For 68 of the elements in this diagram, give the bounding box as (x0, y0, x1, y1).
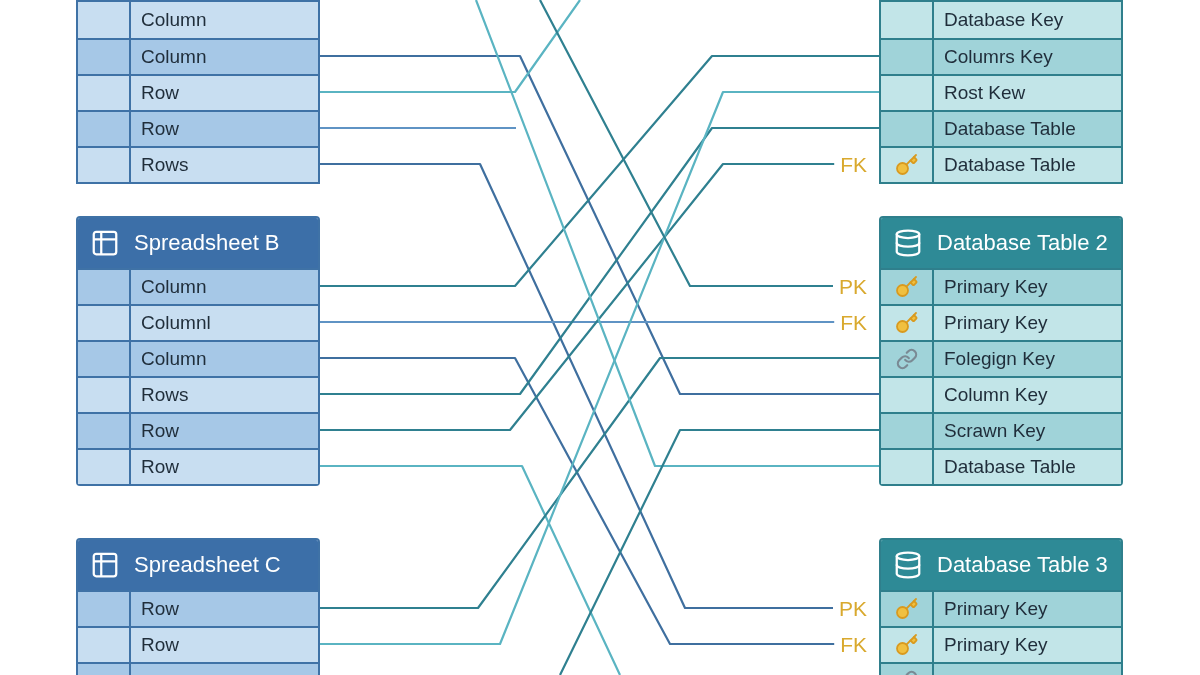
connector-line (318, 162, 835, 432)
row-label: Row (140, 634, 179, 656)
row-label: Primary Key (943, 312, 1048, 334)
row-label: Columrs Key (943, 46, 1053, 68)
table-title: Spreadsheet B (134, 230, 280, 256)
table-row (78, 340, 318, 376)
row-label: Primary Key (943, 598, 1048, 620)
row-label: Row (140, 118, 179, 140)
row-label: Primary Key (943, 276, 1048, 298)
connector-line (318, 356, 835, 646)
table-row (881, 74, 1121, 110)
connector-line (318, 126, 881, 396)
table-title: Spreadsheet C (134, 552, 281, 578)
row-label: Column Key (943, 384, 1048, 406)
table-row (78, 590, 318, 626)
row-label: Column (140, 348, 207, 370)
key-type-label: PK (839, 597, 867, 621)
connector-line (559, 428, 881, 675)
row-label: Rows (140, 154, 189, 176)
spreadsheet-table (76, 538, 320, 675)
key-type-label: FK (840, 153, 867, 177)
table-row (881, 376, 1121, 412)
table-row (78, 146, 318, 182)
table-row (78, 412, 318, 448)
row-label: Row (140, 456, 179, 478)
connector-line (318, 320, 835, 324)
table-row (78, 376, 318, 412)
table-row (78, 74, 318, 110)
key-type-label: FK (840, 311, 867, 335)
row-label: Database Table (943, 456, 1076, 478)
table-row (78, 268, 318, 304)
table-row (78, 110, 318, 146)
table-row (881, 448, 1121, 484)
table-row (881, 340, 1121, 376)
row-label: Folegign Key (943, 348, 1055, 370)
row-label: Rost Kew (943, 82, 1026, 104)
connector-line (539, 0, 833, 288)
spreadsheet-table (76, 216, 320, 486)
row-label: Column (140, 46, 207, 68)
row-label: Row (140, 82, 179, 104)
table-row (78, 448, 318, 484)
table-row (881, 412, 1121, 448)
row-label: Rows (140, 384, 189, 406)
key-type-label: PK (839, 275, 867, 299)
row-label: Row (140, 598, 179, 620)
table-row (881, 110, 1121, 146)
connector-line (318, 464, 621, 675)
connector-line (318, 54, 881, 288)
connector-line (318, 356, 881, 610)
key-type-label: FK (840, 633, 867, 657)
table-row (78, 304, 318, 340)
table-row (78, 38, 318, 74)
row-label: Column (140, 9, 207, 31)
connector-line (474, 0, 881, 468)
spreadsheet-table (76, 0, 320, 184)
row-label: Database Table (943, 118, 1076, 140)
table-row (881, 38, 1121, 74)
row-label: Column (140, 276, 207, 298)
row-label: Scrawn Key (943, 420, 1046, 442)
row-label: Primary Key (943, 634, 1048, 656)
row-label: Database Key (943, 9, 1064, 31)
row-label: Database Table (943, 154, 1076, 176)
table-title: Database Table 3 (937, 552, 1108, 578)
table-title: Database Table 2 (937, 230, 1108, 256)
row-label: Row (140, 420, 179, 442)
row-label: Columnl (140, 312, 211, 334)
connector-line (318, 90, 881, 646)
table-row (78, 626, 318, 662)
